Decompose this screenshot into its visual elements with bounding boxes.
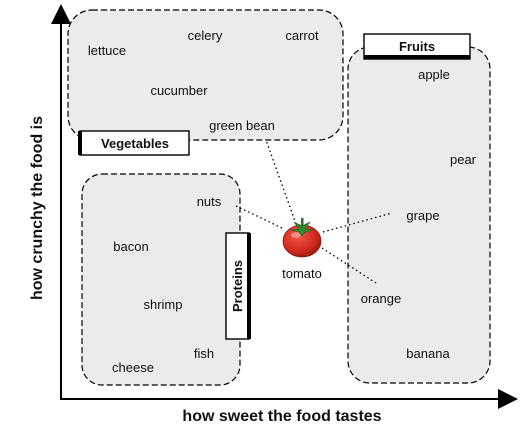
connector-nuts: [235, 205, 283, 229]
item-nuts: nuts: [197, 194, 222, 209]
item-cheese: cheese: [112, 360, 154, 375]
item-orange: orange: [361, 291, 401, 306]
item-pear: pear: [450, 152, 477, 167]
vegetables-label: Vegetables: [101, 136, 169, 151]
item-shrimp: shrimp: [143, 297, 182, 312]
connector-orange: [321, 247, 377, 284]
connectors: [235, 139, 393, 284]
item-green-bean: green bean: [209, 118, 275, 133]
item-bacon: bacon: [113, 239, 148, 254]
tomato-label: tomato: [282, 266, 322, 281]
connector-grape: [322, 212, 393, 233]
proteins-label: Proteins: [230, 260, 245, 312]
item-carrot: carrot: [285, 28, 319, 43]
item-cucumber: cucumber: [150, 83, 208, 98]
vegetables-label-box: Vegetables: [78, 130, 190, 156]
vegetables-region: [67, 9, 344, 141]
item-lettuce: lettuce: [88, 43, 126, 58]
tomato-icon: [282, 218, 322, 258]
item-fish: fish: [194, 346, 214, 361]
proteins-label-box: Proteins: [225, 232, 251, 340]
connector-green-bean: [265, 139, 297, 225]
item-celery: celery: [188, 28, 223, 43]
y-axis-label: how crunchy the food is: [29, 116, 46, 300]
item-apple: apple: [418, 67, 450, 82]
x-axis-label: how sweet the food tastes: [182, 408, 381, 425]
fruits-label: Fruits: [399, 39, 435, 54]
item-banana: banana: [406, 346, 450, 361]
fruits-label-box: Fruits: [363, 33, 471, 60]
item-grape: grape: [406, 208, 439, 223]
